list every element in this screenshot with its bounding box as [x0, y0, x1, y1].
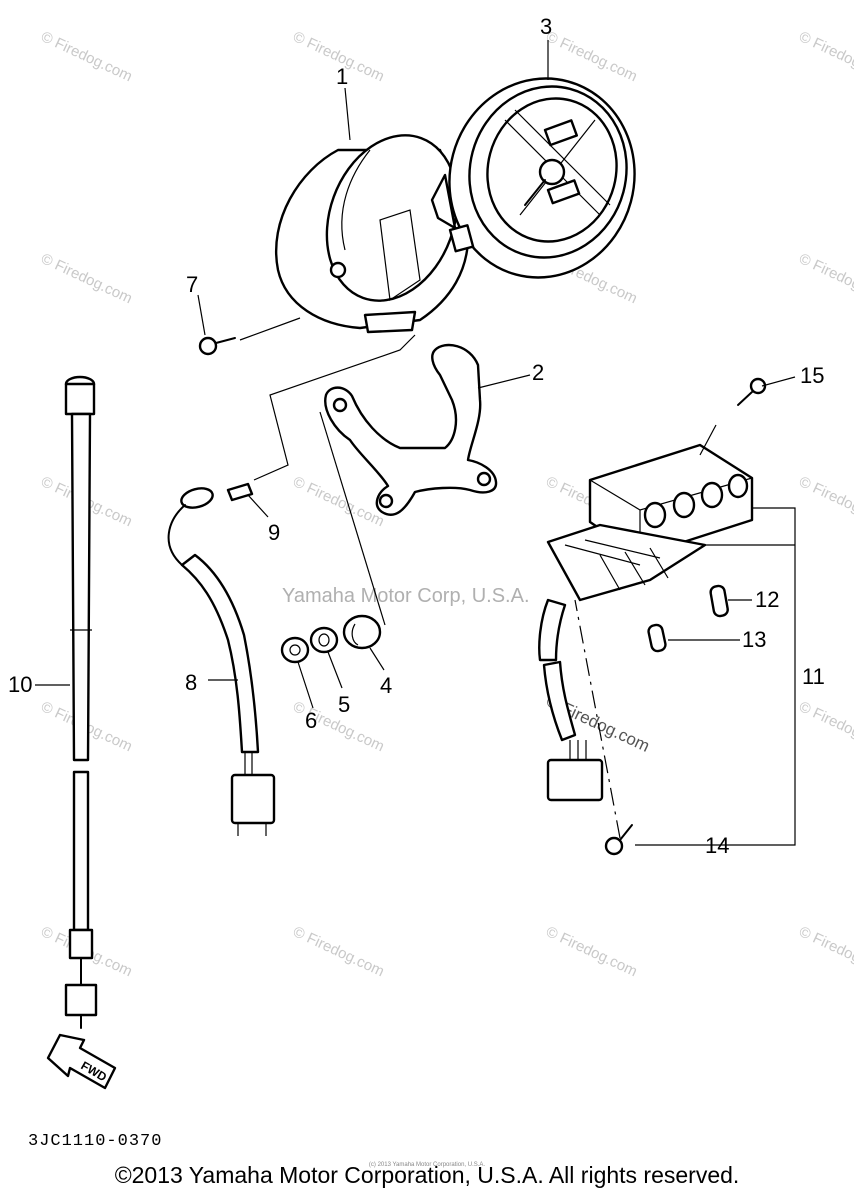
part-6-nut: [280, 636, 310, 664]
callout-9: 9: [268, 520, 280, 545]
watermark: © Firedog.com: [796, 473, 854, 530]
watermark: © Firedog.com: [38, 28, 135, 85]
tiny-notice: (c) 2013 Yamaha Motor Corporation, U.S.A…: [368, 1162, 486, 1168]
part-5-washer: [309, 626, 339, 654]
callout-10: 10: [8, 672, 32, 697]
callout-14: 14: [705, 833, 729, 858]
fwd-arrow: FWD: [46, 1033, 117, 1090]
callout-5: 5: [338, 692, 350, 717]
watermark: © Firedog.com: [796, 28, 854, 85]
part-3-speedometer: [430, 77, 636, 279]
watermark: © Firedog.com: [38, 250, 135, 307]
callout-4: 4: [380, 673, 392, 698]
watermark: © Firedog.com: [796, 698, 854, 755]
part-15-screw: [737, 377, 767, 406]
diagram-code: 3JC1110-0370: [28, 1132, 162, 1151]
callout-3: 3: [540, 14, 552, 39]
part-1-meter-housing: [275, 134, 470, 334]
part-7-screw: [198, 336, 236, 356]
part-14-screw: [604, 824, 633, 856]
watermark: © Firedog.com: [543, 28, 640, 85]
part-9-bulb: [226, 482, 254, 502]
callout-7: 7: [186, 272, 198, 297]
leader-lines: [35, 40, 796, 846]
part-13-bulb: [647, 623, 667, 653]
callout-15: 15: [800, 363, 824, 388]
part-12-bulb: [709, 584, 729, 618]
callout-1: 1: [336, 64, 348, 89]
callout-12: 12: [755, 587, 779, 612]
part-10-speedometer-cable: [64, 375, 98, 1029]
watermark: © Firedog.com: [796, 923, 854, 980]
watermark: © Firedog.com: [543, 923, 640, 980]
part-4-grommet: [342, 614, 382, 650]
callout-6: 6: [305, 708, 317, 733]
watermark: © Firedog.com: [290, 923, 387, 980]
part-2-bracket: [324, 343, 498, 516]
center-watermark: Yamaha Motor Corp, U.S.A.: [282, 585, 530, 607]
copyright-notice: ©2013 Yamaha Motor Corporation, U.S.A. A…: [114, 1162, 740, 1188]
watermark: © Firedog.com: [290, 473, 387, 530]
watermark: © Firedog.com: [796, 250, 854, 307]
callouts: 1 3 7 2 9 8 10 4 5 6 15 12 13 11 14: [8, 14, 825, 858]
callout-8: 8: [185, 670, 197, 695]
callout-2: 2: [532, 360, 544, 385]
part-8-wire-harness: [167, 487, 276, 836]
part-11-indicator-assembly: [538, 443, 754, 802]
callout-13: 13: [742, 627, 766, 652]
callout-11: 11: [802, 664, 825, 689]
